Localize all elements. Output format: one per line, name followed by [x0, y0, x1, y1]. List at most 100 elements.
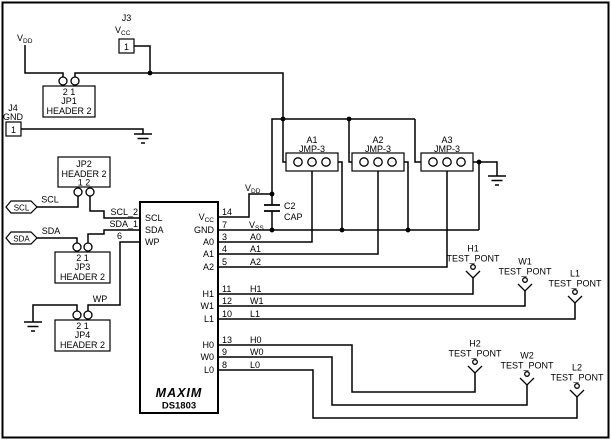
capacitor-symbol — [264, 204, 280, 212]
net-label-l0: L0 — [250, 360, 260, 370]
ic-pin-gnd: GND — [194, 225, 215, 235]
jp1-header-box — [42, 85, 96, 118]
a1-ref: A1 — [306, 135, 317, 145]
testpoint-l2-icon — [574, 383, 580, 389]
testpoint-h2-icon — [472, 359, 478, 365]
scl-pin-net-label: SCL_2 — [110, 207, 138, 217]
ic-pin-w0: W0 — [201, 352, 215, 362]
a1-type: JMP-3 — [299, 144, 325, 154]
net-label-a0: A0 — [250, 232, 261, 242]
ic-pin-a0: A0 — [203, 237, 214, 247]
ground-symbol-j4 — [134, 133, 152, 144]
net-label-h1: H1 — [250, 284, 262, 294]
j4-net-label: GND — [3, 112, 24, 122]
testpoint-h1-ref: H1 — [467, 244, 479, 254]
ic-pin-num-4: 4 — [222, 244, 227, 254]
j3-net-label: VCC — [115, 25, 131, 37]
header-pin-circles — [58, 76, 95, 320]
jp2-type: HEADER 2 — [61, 169, 106, 179]
ic-part-number: DS1803 — [162, 401, 196, 412]
ic-pin-num-5: 5 — [222, 257, 227, 267]
ic-pin-h0: H0 — [202, 340, 214, 350]
ic-pin-l1: L1 — [204, 314, 214, 324]
testpoint-h1-icon — [470, 264, 476, 270]
j3-connector-box — [118, 38, 135, 54]
jp2-pin-numbers: 1 2 — [78, 178, 91, 188]
jp3-pin-numbers: 2 1 — [76, 253, 89, 263]
scl-net-tag — [5, 200, 38, 214]
testpoint-l2-ref: L2 — [572, 363, 582, 373]
ic-pin-scl: SCL — [145, 213, 163, 223]
scl-tag-label: SCL — [14, 204, 30, 213]
vdd-label-mid: VDD — [245, 183, 261, 195]
net-label-a2: A2 — [250, 257, 261, 267]
ic-pin-sda: SDA — [145, 225, 164, 235]
a3-ref: A3 — [441, 135, 452, 145]
wire-layer — [21, 45, 578, 419]
ic-pin-num-9: 9 — [222, 347, 227, 357]
ic-pin-num-7: 7 — [222, 220, 227, 230]
jp3-ref: JP3 — [75, 262, 91, 272]
j4-pin-number: 1 — [11, 125, 16, 135]
ic-pin-h1: H1 — [202, 289, 214, 299]
jp1-pin-numbers: 2 1 — [63, 87, 76, 97]
testpoint-h2-type: TEST_PONT — [448, 349, 502, 359]
jp4-header-box — [54, 319, 111, 352]
jp4-type: HEADER 2 — [60, 340, 105, 350]
net-label-w1: W1 — [250, 296, 264, 306]
jp4-ref: JP4 — [75, 330, 91, 340]
testpoint-h2-ref: H2 — [469, 339, 481, 349]
a2-type: JMP-3 — [365, 144, 391, 154]
wp-pin-number: 6 — [117, 231, 122, 241]
testpoint-w1-ref: W1 — [518, 257, 532, 267]
cap-type: CAP — [284, 212, 303, 222]
net-label-w0: W0 — [250, 347, 264, 357]
ic-pin-num-10: 10 — [222, 309, 232, 319]
sda-tag-label: SDA — [13, 235, 30, 244]
testpoint-w2-icon — [524, 371, 530, 377]
jp2-header-box — [57, 156, 111, 188]
jp3-header-box — [54, 251, 111, 284]
cap-ref: C2 — [284, 201, 296, 211]
jp2-ref: JP2 — [76, 159, 92, 169]
ground-symbol-a3 — [488, 175, 506, 186]
a2-ref: A2 — [372, 135, 383, 145]
sda-net-tag — [5, 231, 38, 245]
ic-pin-num-12: 12 — [222, 296, 232, 306]
junction-dots — [147, 70, 482, 233]
testpoint-l2-type: TEST_PONT — [550, 373, 604, 383]
net-label-a1: A1 — [250, 244, 261, 254]
sda-wire-label: SDA — [42, 226, 61, 236]
j4-connector-box — [5, 121, 22, 137]
ic-pin-num-13: 13 — [222, 335, 232, 345]
a3-type: JMP-3 — [434, 144, 460, 154]
testpoint-w2-ref: W2 — [520, 351, 534, 361]
jumper-pin-circles — [293, 157, 466, 167]
ground-symbol-jp4 — [24, 321, 42, 332]
ic-pin-vcc: VCC — [199, 212, 215, 224]
testpoint-w1-type: TEST_PONT — [498, 267, 552, 277]
ic-pin-l0: L0 — [204, 365, 214, 375]
ic-pin-num-14: 14 — [222, 207, 232, 217]
wp-wire-label: WP — [93, 294, 108, 304]
testpoint-l1-icon — [572, 289, 578, 295]
ic-pin-num-3: 3 — [222, 232, 227, 242]
ic-pin-num-11: 11 — [222, 284, 231, 294]
j3-ref: J3 — [122, 13, 132, 23]
j4-ref: J4 — [8, 103, 18, 113]
ic-body — [139, 201, 219, 414]
net-label-l1: L1 — [250, 309, 260, 319]
testpoint-h1-type: TEST_PONT — [446, 254, 500, 264]
jp3-type: HEADER 2 — [60, 272, 105, 282]
sda-pin-net-label: SDA_1 — [109, 219, 138, 229]
jp4-pin-numbers: 2 1 — [76, 321, 89, 331]
testpoint-w1-icon — [522, 277, 528, 283]
testpoint-l1-type: TEST_PONT — [548, 279, 602, 289]
ic-pin-num-8: 8 — [222, 360, 227, 370]
jp1-type: HEADER 2 — [46, 106, 91, 116]
jp1-ref: JP1 — [61, 96, 77, 106]
testpoint-symbols — [465, 264, 585, 398]
